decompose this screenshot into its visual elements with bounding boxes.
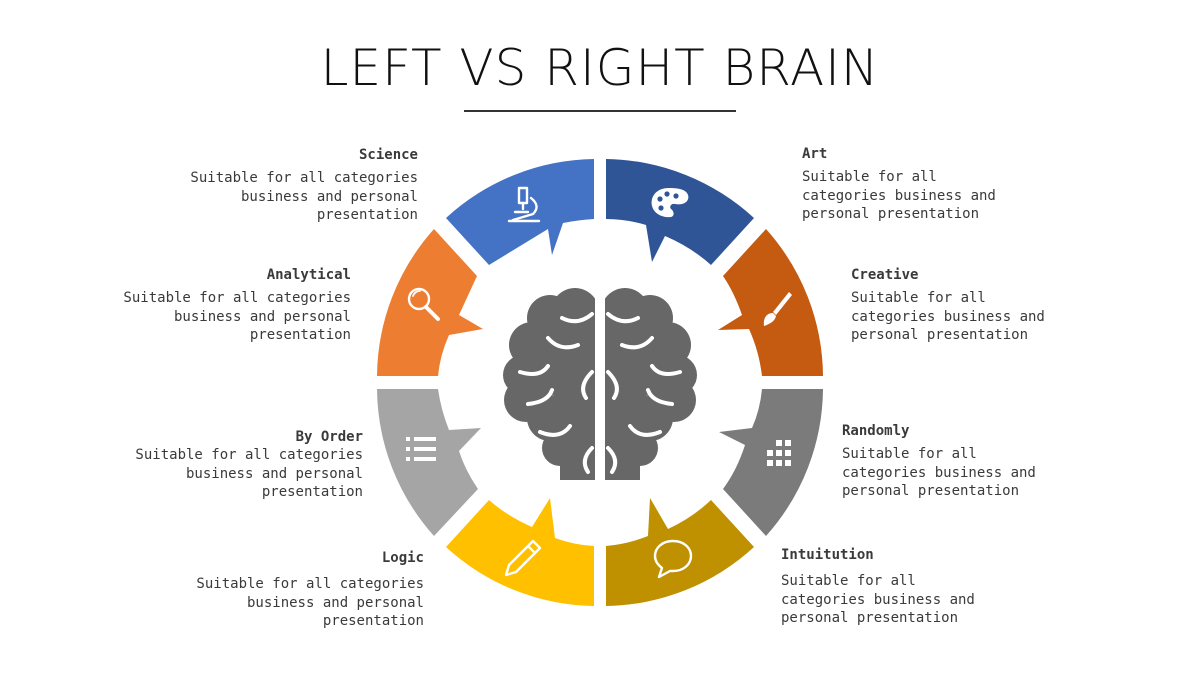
label-intuition: Intuitution Suitable for all categories … xyxy=(781,546,1081,628)
label-analytical-title: Analytical xyxy=(266,267,351,283)
label-analytical: Analytical Suitable for all categories b… xyxy=(51,266,351,345)
segment-intuition xyxy=(606,498,754,606)
label-science-desc: Suitable for all categories business and… xyxy=(190,170,418,223)
brain-right-hemisphere xyxy=(596,288,697,480)
label-art-desc: Suitable for all categories business and… xyxy=(802,169,996,222)
pencil-icon xyxy=(504,539,542,577)
segment-by-order xyxy=(377,389,481,536)
segment-analytical xyxy=(377,229,483,376)
title-underline xyxy=(464,110,736,112)
page-title: LEFT VS RIGHT BRAIN xyxy=(320,39,880,97)
label-by-order: By Order Suitable for all categories bus… xyxy=(63,428,363,502)
grid-dots-icon xyxy=(767,440,791,466)
label-science-title: Science xyxy=(358,147,418,163)
list-icon xyxy=(406,437,436,461)
speech-bubble-icon xyxy=(653,539,693,579)
label-randomly-desc: Suitable for all categories business and… xyxy=(842,446,1036,499)
label-randomly-title: Randomly xyxy=(842,423,910,439)
microscope-icon xyxy=(507,186,541,223)
label-by-order-desc: Suitable for all categories business and… xyxy=(135,447,363,500)
label-science: Science Suitable for all categories busi… xyxy=(118,146,418,225)
brain-center-gap xyxy=(595,285,605,485)
label-logic-desc: Suitable for all categories business and… xyxy=(196,576,424,629)
label-randomly: Randomly Suitable for all categories bus… xyxy=(842,422,1142,501)
magnifier-icon xyxy=(407,287,440,321)
label-logic-title: Logic xyxy=(381,550,424,566)
label-art-title: Art xyxy=(802,146,828,162)
segment-logic xyxy=(446,498,594,606)
brain-icon xyxy=(503,285,697,485)
segment-art xyxy=(606,159,754,265)
label-analytical-desc: Suitable for all categories business and… xyxy=(123,290,351,343)
palette-icon xyxy=(651,188,689,218)
segment-creative xyxy=(718,229,823,376)
label-logic: Logic Suitable for all categories busine… xyxy=(124,549,424,631)
label-intuition-desc: Suitable for all categories business and… xyxy=(781,573,975,626)
brain-folds xyxy=(518,312,682,474)
label-creative-desc: Suitable for all categories business and… xyxy=(851,290,1045,343)
label-creative-title: Creative xyxy=(851,267,919,283)
paintbrush-icon xyxy=(763,292,792,326)
label-intuition-title: Intuitution xyxy=(781,547,874,563)
label-by-order-title: By Order xyxy=(295,429,363,445)
label-art: Art Suitable for all categories business… xyxy=(802,145,1102,224)
label-creative: Creative Suitable for all categories bus… xyxy=(851,266,1151,345)
